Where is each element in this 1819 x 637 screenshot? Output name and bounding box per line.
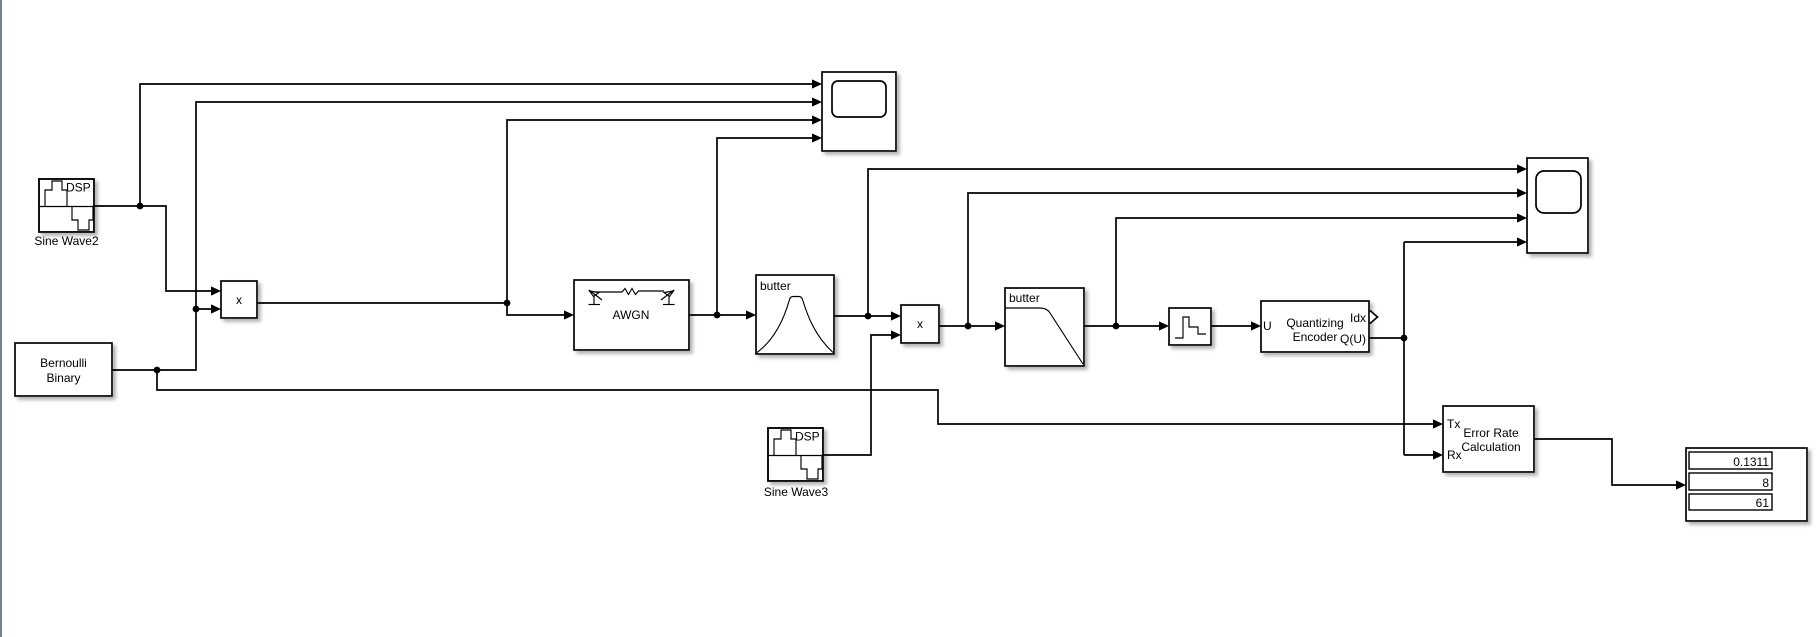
svg-text:0.1311: 0.1311	[1733, 455, 1769, 469]
svg-text:Encoder: Encoder	[1293, 330, 1338, 344]
svg-text:Tx: Tx	[1447, 417, 1460, 431]
svg-text:butter: butter	[760, 279, 791, 293]
svg-text:Idx: Idx	[1350, 311, 1366, 325]
svg-text:Rx: Rx	[1447, 448, 1462, 462]
svg-text:Binary: Binary	[46, 371, 80, 385]
svg-text:AWGN: AWGN	[613, 308, 650, 322]
svg-text:x: x	[917, 317, 923, 331]
svg-text:DSP: DSP	[66, 181, 91, 195]
svg-text:61: 61	[1756, 496, 1770, 510]
svg-text:U: U	[1263, 319, 1272, 333]
svg-text:butter: butter	[1009, 291, 1040, 305]
svg-text:Calculation: Calculation	[1461, 440, 1520, 454]
svg-text:Sine Wave3: Sine Wave3	[764, 485, 829, 499]
svg-text:Sine Wave2: Sine Wave2	[34, 234, 99, 248]
svg-text:8: 8	[1762, 476, 1769, 490]
svg-text:DSP: DSP	[795, 430, 820, 444]
svg-text:x: x	[236, 293, 242, 307]
svg-text:Q(U): Q(U)	[1340, 332, 1366, 346]
svg-text:Quantizing: Quantizing	[1286, 316, 1343, 330]
svg-text:Bernoulli: Bernoulli	[40, 356, 87, 370]
svg-text:Error Rate: Error Rate	[1463, 426, 1519, 440]
